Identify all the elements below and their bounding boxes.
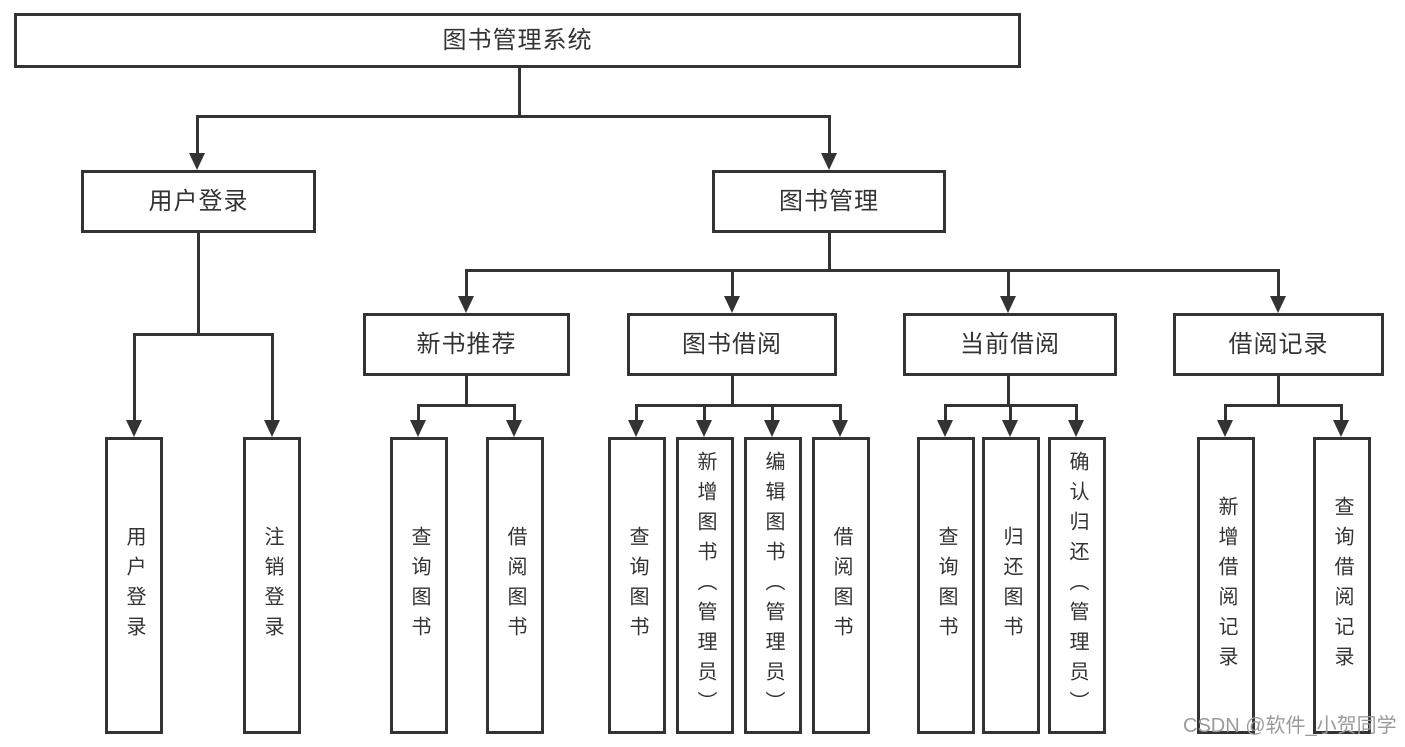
arrow-down-icon (1002, 420, 1018, 437)
leaf-return-books: 归还图书 (982, 437, 1040, 734)
leaf-logout: 注销登录 (243, 437, 301, 734)
connector-line (1277, 269, 1280, 297)
leaf-query-borrow-record: 查询借阅记录 (1313, 437, 1371, 734)
watermark: CSDN @软件_小贺同学 (1183, 715, 1397, 737)
connector-line (731, 376, 734, 407)
connector-line (828, 115, 831, 155)
connector-line (271, 333, 274, 421)
leaf-borrow-books-recommend: 借阅图书 (486, 437, 544, 734)
connector-line (635, 404, 842, 407)
node-book-borrowing: 图书借阅 (627, 313, 837, 376)
connector-line (771, 404, 774, 421)
connector-line (731, 269, 734, 297)
leaf-edit-books-admin: 编辑图书（管理员） (744, 437, 802, 734)
node-library-management-system: 图书管理系统 (14, 13, 1021, 68)
connector-line (703, 404, 706, 421)
connector-line (196, 115, 199, 155)
connector-line (828, 233, 831, 272)
connector-line (635, 404, 638, 421)
connector-line (839, 404, 842, 421)
arrow-down-icon (458, 296, 474, 313)
arrow-down-icon (1068, 420, 1084, 437)
connector-line (465, 376, 468, 407)
node-borrowing-records: 借阅记录 (1173, 313, 1384, 376)
node-book-management: 图书管理 (712, 170, 946, 233)
arrow-down-icon (410, 420, 426, 437)
arrow-down-icon (1000, 296, 1016, 313)
node-user-login: 用户登录 (81, 170, 316, 233)
arrow-down-icon (1270, 296, 1286, 313)
leaf-query-books-borrowing: 查询图书 (608, 437, 666, 734)
leaf-add-borrow-record: 新增借阅记录 (1197, 437, 1255, 734)
connector-line (1075, 404, 1078, 421)
connector-line (1007, 376, 1010, 407)
arrow-down-icon (764, 420, 780, 437)
connector-line (465, 269, 1280, 272)
connector-line (518, 66, 521, 117)
leaf-confirm-return-admin: 确认归还（管理员） (1048, 437, 1106, 734)
connector-line (944, 404, 947, 421)
connector-line (1009, 404, 1012, 421)
arrow-down-icon (1217, 420, 1233, 437)
arrow-down-icon (832, 420, 848, 437)
connector-line (417, 404, 420, 421)
arrow-down-icon (821, 153, 837, 170)
arrow-down-icon (189, 153, 205, 170)
arrow-down-icon (506, 420, 522, 437)
leaf-borrow-books-borrowing: 借阅图书 (812, 437, 870, 734)
arrow-down-icon (724, 296, 740, 313)
connector-line (1340, 404, 1343, 421)
arrow-down-icon (628, 420, 644, 437)
arrow-down-icon (696, 420, 712, 437)
connector-line (1277, 376, 1280, 407)
connector-line (197, 233, 200, 335)
arrow-down-icon (264, 420, 280, 437)
arrow-down-icon (1333, 420, 1349, 437)
leaf-query-books-recommend: 查询图书 (390, 437, 448, 734)
node-new-book-recommendation: 新书推荐 (363, 313, 570, 376)
connector-line (1007, 269, 1010, 297)
connector-line (465, 269, 468, 297)
leaf-add-books-admin: 新增图书（管理员） (676, 437, 734, 734)
connector-line (513, 404, 516, 421)
node-current-borrowing: 当前借阅 (903, 313, 1117, 376)
connector-line (133, 333, 136, 421)
leaf-user-login: 用户登录 (105, 437, 163, 734)
arrow-down-icon (937, 420, 953, 437)
connector-line (1224, 404, 1227, 421)
connector-line (133, 333, 274, 336)
connector-line (417, 404, 516, 407)
arrow-down-icon (126, 420, 142, 437)
connector-line (1224, 404, 1343, 407)
leaf-query-books-current: 查询图书 (917, 437, 975, 734)
connector-line (196, 115, 831, 118)
